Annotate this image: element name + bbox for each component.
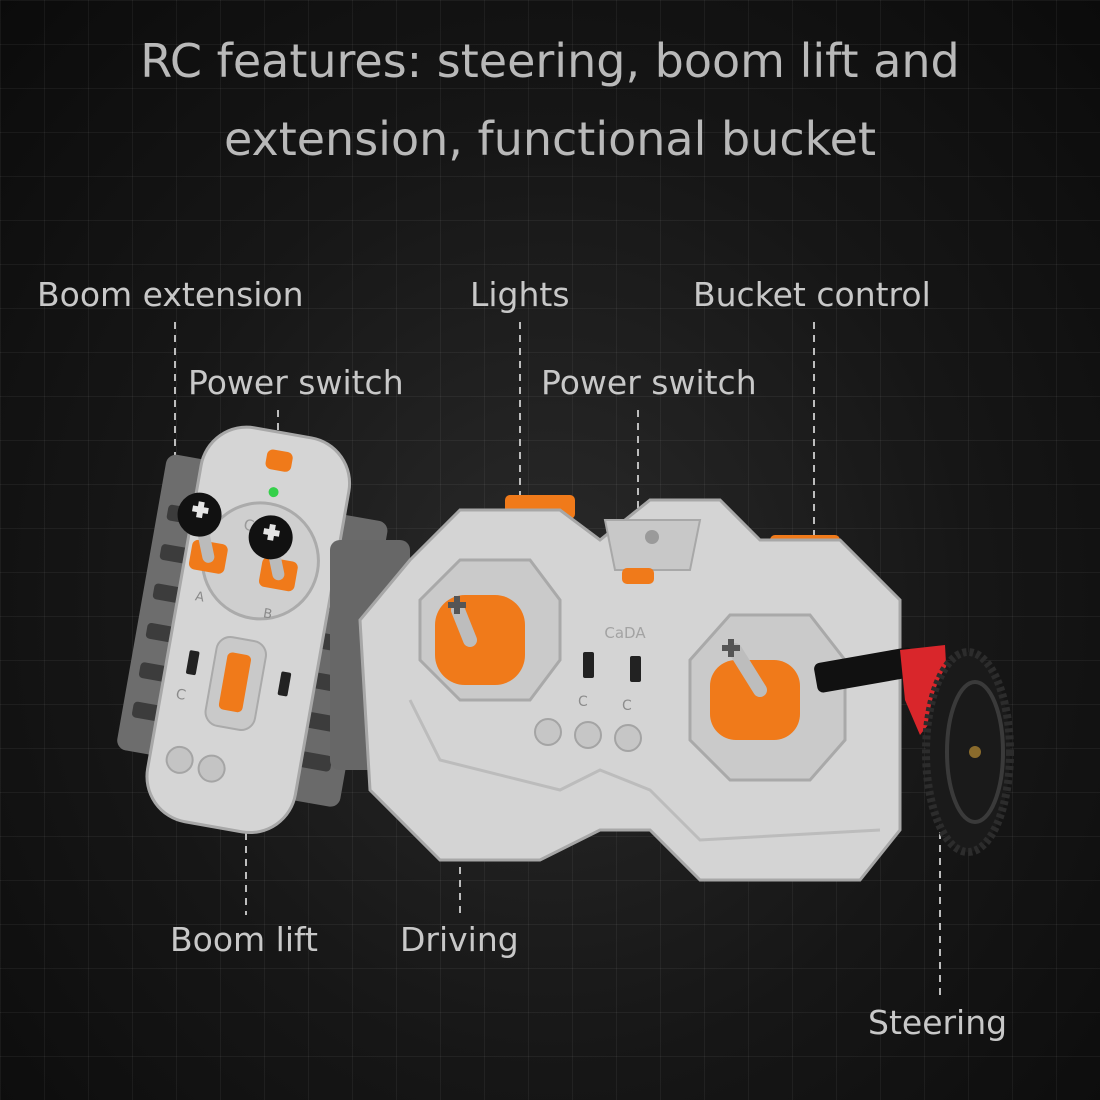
cross-axle-icon — [263, 524, 280, 541]
cross-axle-icon — [448, 596, 466, 614]
channel-switch-2[interactable] — [630, 656, 641, 682]
housing-edge — [408, 699, 881, 842]
cross-axle-icon — [722, 639, 740, 657]
page-title: RC features: steering, boom lift and ext… — [60, 22, 1040, 178]
gear-hub — [969, 746, 981, 758]
page-title-line-2: extension, functional bucket — [224, 112, 876, 166]
drive-stick-base — [435, 595, 525, 685]
brand-logo-right: CaDA — [604, 624, 646, 642]
channel-label-left: C — [175, 686, 188, 703]
right-remote: CaDA C C — [330, 495, 1014, 882]
slider-knob[interactable] — [218, 652, 252, 713]
steering-axle — [814, 647, 916, 693]
label-boom-lift: Boom lift — [170, 920, 318, 959]
port-label-a: A — [194, 589, 205, 605]
bucket-stick[interactable] — [728, 643, 767, 697]
power-switch-right[interactable] — [622, 568, 654, 584]
gear-spokes — [945, 680, 1005, 824]
screw-head — [645, 530, 659, 544]
channel-switch-1[interactable] — [583, 652, 594, 678]
drive-stick[interactable] — [451, 603, 477, 647]
channel-switch-right[interactable] — [277, 671, 292, 697]
power-switch-left[interactable] — [265, 449, 294, 473]
steering-wheel-gear[interactable] — [922, 648, 1014, 856]
status-led — [268, 487, 279, 498]
label-steering: Steering — [868, 1003, 1008, 1042]
battery-screw — [614, 724, 642, 752]
cross-axle-icon — [191, 501, 209, 519]
label-driving: Driving — [400, 920, 519, 959]
channel-label-2: C — [622, 698, 632, 714]
channel-label-1: C — [578, 694, 588, 710]
label-power-switch-left: Power switch — [188, 363, 404, 402]
top-plate — [603, 519, 702, 571]
battery-screw — [574, 721, 602, 749]
port-label-b: B — [262, 606, 273, 622]
channel-switch-left[interactable] — [186, 650, 200, 676]
battery-screw — [197, 754, 226, 783]
label-boom-extension: Boom extension — [37, 275, 304, 314]
bucket-stick-base — [710, 660, 800, 740]
page-title-line-1: RC features: steering, boom lift and — [140, 34, 960, 88]
label-bucket-control: Bucket control — [693, 275, 931, 314]
label-lights: Lights — [470, 275, 570, 314]
battery-screw — [534, 718, 562, 746]
battery-screw — [165, 745, 194, 774]
label-power-switch-right: Power switch — [541, 363, 757, 402]
